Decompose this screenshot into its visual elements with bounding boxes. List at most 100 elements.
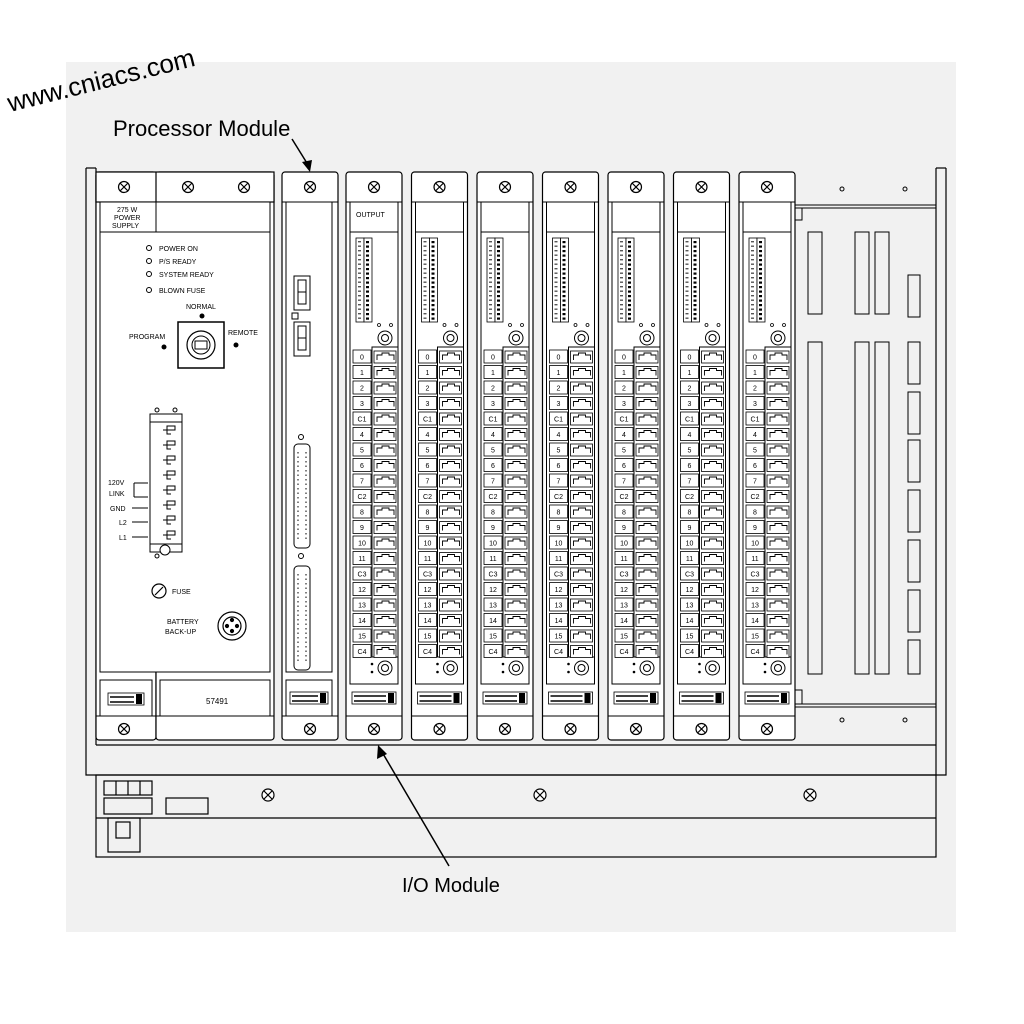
io-terminal-label: 8 xyxy=(491,510,495,517)
io-terminal: 12 xyxy=(352,582,397,596)
io-modules: OUTPUT0123C14567C2891011C312131415C40123… xyxy=(345,171,796,741)
io-terminal: 6 xyxy=(549,458,593,472)
io-terminal-label: 2 xyxy=(426,386,430,393)
io-brand-badge xyxy=(482,691,528,705)
screw-icon xyxy=(760,180,774,194)
io-connector-lug xyxy=(632,660,655,676)
io-terminal: C1 xyxy=(418,411,462,426)
io-terminal: 1 xyxy=(614,365,659,379)
io-terminal: 14 xyxy=(418,613,462,627)
io-terminal: 15 xyxy=(680,628,724,643)
indicator-system-ready: SYSTEM READY xyxy=(159,272,214,279)
io-led-strip xyxy=(486,237,504,323)
processor-port-lower[interactable] xyxy=(293,565,311,671)
io-terminal: C4 xyxy=(352,644,397,658)
io-terminal: 0 xyxy=(418,349,462,364)
fuse-holder[interactable] xyxy=(151,583,167,599)
screw-icon xyxy=(498,722,512,736)
indicator-blown-fuse: BLOWN FUSE xyxy=(159,288,206,295)
io-terminal-label: 1 xyxy=(622,370,626,377)
screw-icon xyxy=(498,180,512,194)
io-terminal: 13 xyxy=(352,597,397,612)
io-terminal-label: 15 xyxy=(620,634,628,641)
terminal-label-l2: L2 xyxy=(119,520,127,527)
io-terminal-label: 15 xyxy=(751,634,759,641)
io-terminal-label: 2 xyxy=(622,386,626,393)
io-terminal: 14 xyxy=(549,613,593,627)
io-terminal: 0 xyxy=(745,349,790,364)
io-terminal-label: 14 xyxy=(489,618,497,625)
processor-port-upper[interactable] xyxy=(293,434,311,559)
io-connector-lug xyxy=(704,323,721,346)
screw-icon xyxy=(564,722,577,736)
io-terminal: 8 xyxy=(418,504,462,519)
io-terminal: 7 xyxy=(352,473,397,488)
io-terminal-label: C4 xyxy=(423,649,432,656)
io-terminal-label: 8 xyxy=(360,510,364,517)
io-terminal-label: 1 xyxy=(753,370,757,377)
io-terminal-label: 11 xyxy=(489,556,496,563)
io-terminal: 4 xyxy=(418,427,462,441)
processor-screws xyxy=(303,180,317,736)
io-terminal: 13 xyxy=(549,597,593,612)
io-terminal-label: 5 xyxy=(622,448,626,455)
io-terminal-label: C1 xyxy=(751,417,760,424)
io-terminal: 12 xyxy=(418,582,462,596)
io-terminal-label: 0 xyxy=(426,355,430,362)
battery-backup-connector[interactable] xyxy=(217,611,247,641)
io-terminal: 14 xyxy=(483,613,528,627)
io-terminal-label: 12 xyxy=(489,587,497,594)
io-terminal-label: C1 xyxy=(358,417,367,424)
io-terminal: 11 xyxy=(614,551,659,565)
io-terminal-label: 7 xyxy=(426,479,430,486)
io-terminal-label: 14 xyxy=(686,618,694,625)
io-terminal: 12 xyxy=(680,582,724,596)
io-connector-lug xyxy=(501,660,524,676)
io-terminal: 10 xyxy=(745,535,790,550)
io-terminal-label: 0 xyxy=(622,355,626,362)
io-terminal-label: 11 xyxy=(686,556,693,563)
io-terminal: C3 xyxy=(418,566,462,581)
io-brand-badge xyxy=(548,691,593,705)
io-terminal: 3 xyxy=(745,396,790,410)
io-terminal: C3 xyxy=(614,566,659,581)
io-terminal-label: 11 xyxy=(555,556,562,563)
normal-position-dot xyxy=(199,313,205,319)
io-terminal-label: 12 xyxy=(686,587,694,594)
indicator-ps-ready: P/S READY xyxy=(159,259,197,266)
io-terminal: 5 xyxy=(680,442,724,457)
io-terminal-label: 12 xyxy=(620,587,628,594)
io-terminal-label: C4 xyxy=(751,649,760,656)
io-terminal-label: 11 xyxy=(751,556,758,563)
io-terminal: 5 xyxy=(745,442,790,457)
io-terminal: C1 xyxy=(352,411,397,426)
io-terminal-label: 13 xyxy=(620,603,628,610)
io-terminal: 13 xyxy=(745,597,790,612)
io-terminal: C4 xyxy=(483,644,528,658)
io-terminal-label: 3 xyxy=(491,401,495,408)
io-terminal-label: 2 xyxy=(360,386,364,393)
io-terminal: 1 xyxy=(549,365,593,379)
io-terminal-label: 9 xyxy=(426,525,430,532)
io-terminal: 2 xyxy=(352,380,397,395)
io-terminal-label: 7 xyxy=(622,479,626,486)
io-connector-lug xyxy=(442,323,459,346)
io-terminal: C3 xyxy=(483,566,528,581)
io-terminal: 9 xyxy=(614,520,659,534)
processor-brand-badge xyxy=(289,691,329,705)
io-terminal: 7 xyxy=(745,473,790,488)
io-terminal: 7 xyxy=(483,473,528,488)
io-terminal-label: 0 xyxy=(557,355,561,362)
keyswitch[interactable] xyxy=(177,321,225,369)
io-terminal: C3 xyxy=(549,566,593,581)
io-terminal: 4 xyxy=(549,427,593,441)
io-terminal: 6 xyxy=(745,458,790,472)
io-terminal-label: 7 xyxy=(360,479,364,486)
io-connector-lug xyxy=(508,323,524,346)
io-terminal: 8 xyxy=(483,504,528,519)
io-connector-lug xyxy=(377,323,393,346)
